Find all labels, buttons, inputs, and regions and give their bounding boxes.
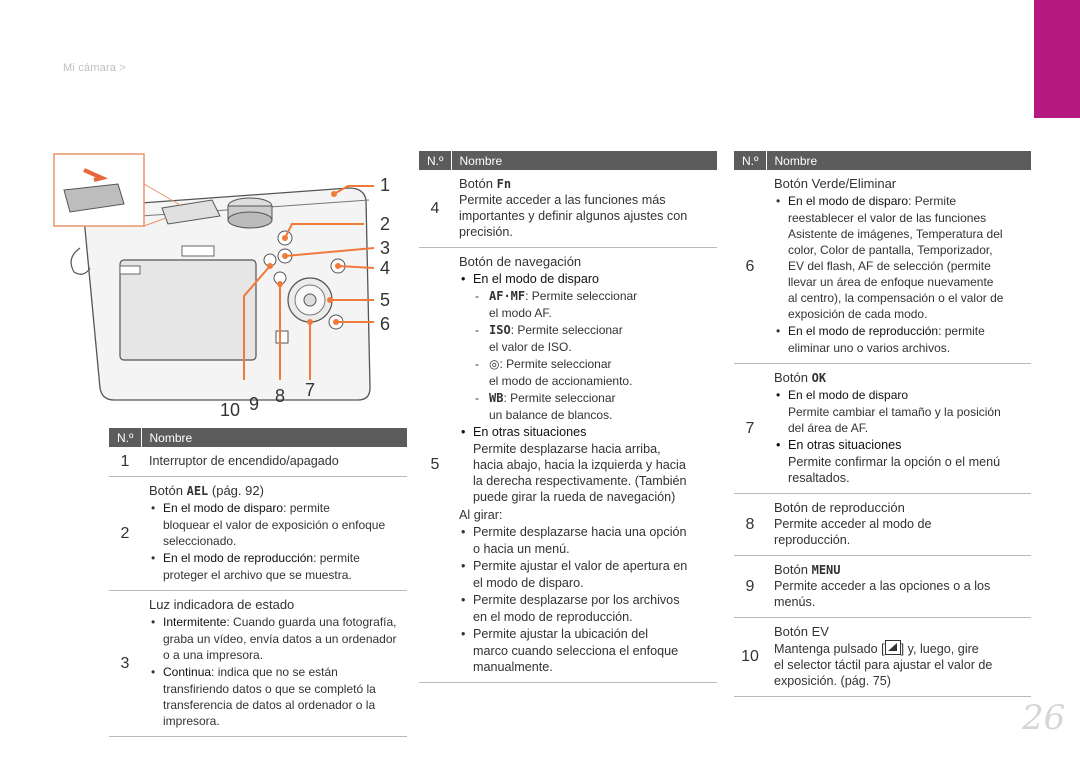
callout-1: 1 <box>380 175 391 195</box>
page-number: 26 <box>1022 698 1066 738</box>
row-number: 2 <box>109 476 141 591</box>
callout-8: 8 <box>275 386 286 406</box>
breadcrumb[interactable]: Mi cámara > <box>63 62 127 74</box>
row-number: 7 <box>734 363 766 494</box>
drive-mode-icon: ◎ <box>489 357 500 371</box>
ok-icon: OK <box>811 371 827 385</box>
row-number: 4 <box>419 170 451 248</box>
callout-9: 9 <box>249 394 260 414</box>
spec-table-3: N.º Nombre 6 Botón Verde/Eliminar En el … <box>734 151 1031 697</box>
col-header-num: N.º <box>734 151 767 170</box>
table-row: 8 Botón de reproducción Permite acceder … <box>734 493 1031 556</box>
table-row: 3 Luz indicadora de estado Intermitente:… <box>109 590 407 737</box>
row-number: 1 <box>109 447 141 477</box>
callout-3: 3 <box>380 238 391 258</box>
col-header-num: N.º <box>419 151 452 170</box>
callout-4: 4 <box>380 258 391 278</box>
row-number: 9 <box>734 555 766 618</box>
camera-illustration: 1 2 3 4 5 6 7 8 9 10 <box>44 148 414 428</box>
col-header-num: N.º <box>109 428 142 447</box>
ev-compensation-icon <box>884 640 901 655</box>
row-content: Interruptor de encendido/apagado <box>141 447 407 477</box>
table-row: 5 Botón de navegación En el modo de disp… <box>419 247 717 683</box>
section-color-tab <box>1034 0 1080 118</box>
row-number: 5 <box>419 247 451 683</box>
menu-icon: MENU <box>811 563 841 577</box>
col-header-name: Nombre <box>451 151 717 170</box>
row-content: Botón de reproducción Permite acceder al… <box>766 493 1031 556</box>
row-number: 10 <box>734 617 766 697</box>
row-content: Botón AEL (pág. 92) En el modo de dispar… <box>141 476 407 591</box>
row-number: 3 <box>109 590 141 737</box>
row-content: Botón EV Mantenga pulsado [] y, luego, g… <box>766 617 1031 697</box>
table-row: 9 Botón MENU Permite acceder a las opcio… <box>734 555 1031 618</box>
row-content: Botón Fn Permite acceder a las funciones… <box>451 170 717 248</box>
af-mf-icon: AF·MF <box>489 289 526 303</box>
callout-2: 2 <box>380 214 391 234</box>
camera-back-drawing <box>53 153 375 401</box>
table-row: 2 Botón AEL (pág. 92) En el modo de disp… <box>109 476 407 591</box>
table-row: 4 Botón Fn Permite acceder a las funcion… <box>419 170 717 248</box>
iso-icon: ISO <box>489 323 511 337</box>
col-header-name: Nombre <box>141 428 407 447</box>
table-row: 7 Botón OK En el modo de disparo Permite… <box>734 363 1031 494</box>
spec-table-1: N.º Nombre 1 Interruptor de encendido/ap… <box>109 428 407 737</box>
table-row: 1 Interruptor de encendido/apagado <box>109 447 407 477</box>
ael-icon: AEL <box>186 484 209 498</box>
table-row: 10 Botón EV Mantenga pulsado [] y, luego… <box>734 617 1031 697</box>
callout-10: 10 <box>220 400 241 420</box>
row-content: Luz indicadora de estado Intermitente: C… <box>141 590 407 737</box>
row-number: 6 <box>734 170 766 364</box>
callout-5: 5 <box>380 290 391 310</box>
row-content: Botón de navegación En el modo de dispar… <box>451 247 717 683</box>
row-content: Botón MENU Permite acceder a las opcione… <box>766 555 1031 618</box>
wb-icon: WB <box>489 391 504 405</box>
col-header-name: Nombre <box>766 151 1031 170</box>
callout-6: 6 <box>380 314 391 334</box>
table-row: 6 Botón Verde/Eliminar En el modo de dis… <box>734 170 1031 364</box>
spec-table-2: N.º Nombre 4 Botón Fn Permite acceder a … <box>419 151 717 683</box>
row-content: Botón OK En el modo de disparo Permite c… <box>766 363 1031 494</box>
callout-7: 7 <box>305 380 316 400</box>
row-content: Botón Verde/Eliminar En el modo de dispa… <box>766 170 1031 364</box>
row-number: 8 <box>734 493 766 556</box>
fn-icon: Fn <box>496 177 512 191</box>
